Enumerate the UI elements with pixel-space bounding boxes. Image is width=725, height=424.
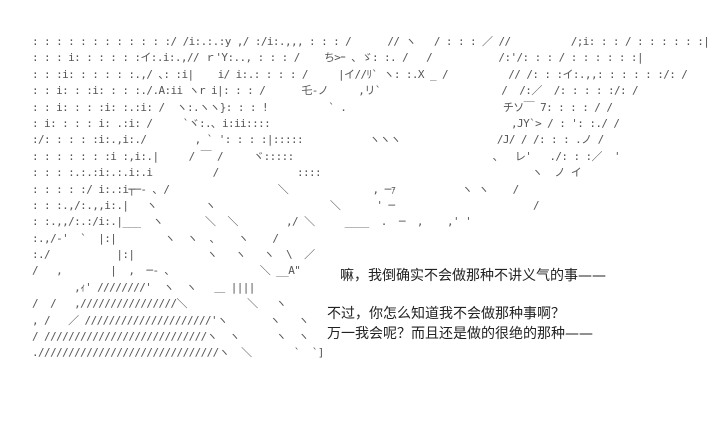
ascii-art-illustration: : : : : : : : : : : : :/ /i:.:.:y ,/ :/i… <box>32 34 710 362</box>
ascii-art-line: : : : i: : : : : :イ:.i:.,// ｒ'Y:.., : : … <box>32 51 644 65</box>
dialog-line-1: 嘛，我倒确实不会做那种不讲义气的事—— <box>340 268 606 284</box>
dialog-line-1-block: 嘛，我倒确实不会做那种不讲义气的事—— <box>340 266 606 286</box>
dialog-lines-2-3-block: 不过，你怎么知道我不会做那种事啊？ 万一我会呢？而且还是做的很绝的那种—— <box>327 304 593 344</box>
ascii-art-line: , / ／ /////////////////////'ヽ ヽ ヽ <box>32 313 309 327</box>
ascii-art-line: / , | , ─- ､ ＼ __A" <box>32 264 301 278</box>
ascii-art-line: : :.,,/:.:/i:.|___ ヽ ＼ ＼ ,/ ＼ ____ . ─ ,… <box>32 215 472 229</box>
ascii-art-line: :/: : : : :i:.,i:./ , ` ': : : :|::::: ヽ… <box>32 133 604 147</box>
ascii-art-line: .//////////////////////////////ヽ ＼ ` `] <box>32 346 324 360</box>
ascii-art-line: : : :i: : : : : :.,/ ､: :i| i/ i:.: : : … <box>32 67 688 81</box>
ascii-art-line: : : : : :/ i:.:i┬─- ､ / ＼ , ─ｧ ヽ ヽ / <box>32 182 519 196</box>
ascii-art-line: / / ,////////////////＼ ＼ ヽ <box>32 297 287 311</box>
ascii-art-line: : i: : : : i: .:i: / `ヾ:.､ i:ii:::: ,JY`… <box>32 116 620 130</box>
ascii-art-line: ,ｨ' ////////' ヽ ヽ ＿ |||| <box>32 280 255 294</box>
ascii-art-line: : : : :.:.:i:.:.i:.i / :::: ヽ ノ イ <box>32 166 582 180</box>
ascii-art-line: :./ |:| ヽ ヽ ヽ \ ／ <box>32 248 315 262</box>
ascii-art-line: : : :.,/:.,,i:.| ヽ ヽ ＼ ' ─ / <box>32 198 540 212</box>
ascii-art-line: / ///////////////////////////ヽ ヽ ヽ ヽ <box>32 330 309 344</box>
ascii-art-line: : : i: : : :i: :.:i: / ヽ:.ヽヽ}: : : ! ` .… <box>32 100 613 114</box>
dialog-line-3: 万一我会呢？而且还是做的很绝的那种—— <box>327 326 593 342</box>
ascii-art-line: :.,/-' ` |:| ヽ ヽ 、 ヽ / <box>32 231 279 245</box>
dialog-line-2: 不过，你怎么知道我不会做那种事啊？ <box>327 306 565 322</box>
ascii-art-line: : : : : : : :i :,i:.| / ￣ / ヾ::::: 、 レ' … <box>32 149 621 163</box>
ascii-art-line: : : : : : : : : : : : :/ /i:.:.:y ,/ :/i… <box>32 35 710 48</box>
ascii-art-line: : : i: : :i: : : :./.A:ii ヽr i|: : : / 乇… <box>32 84 639 98</box>
